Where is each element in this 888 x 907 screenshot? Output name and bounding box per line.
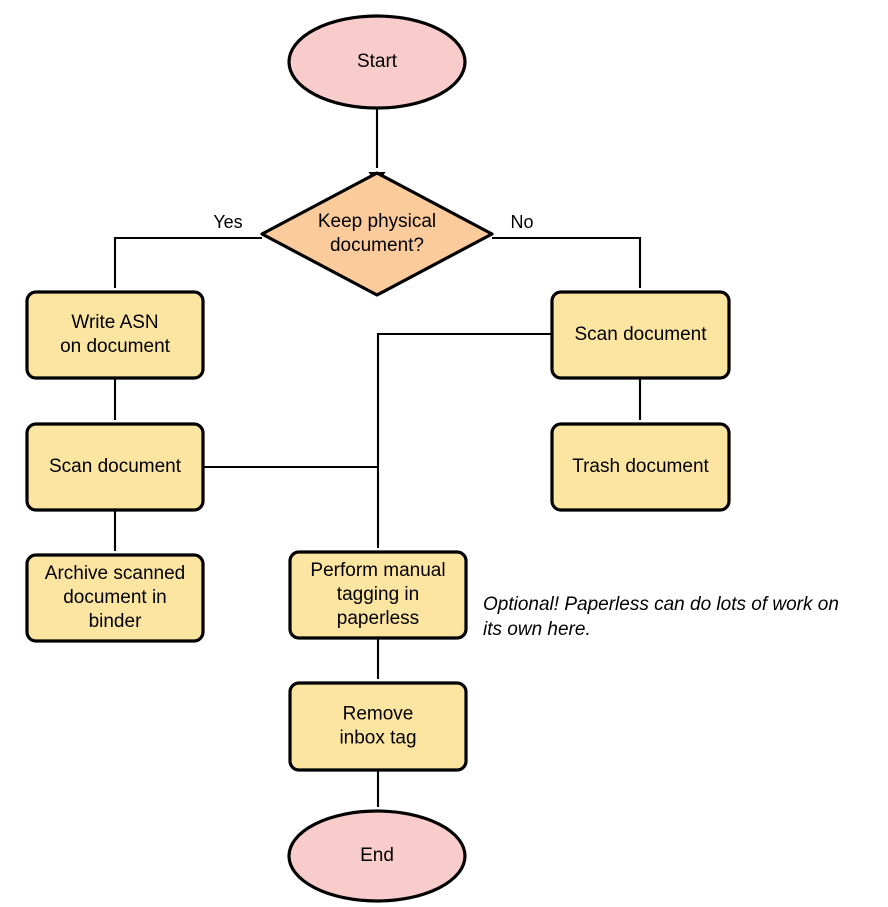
node-shape-scan-document-right[interactable] xyxy=(550,290,731,380)
node-label-archive-scanned-document-in-binder: binder xyxy=(89,611,142,632)
node-shape-keep-physical-document[interactable] xyxy=(260,171,494,297)
node-label-trash-document: Trash document xyxy=(572,456,709,477)
node-shape-start[interactable] xyxy=(287,14,467,110)
node-write-asn-on-document[interactable]: Write ASN on document xyxy=(25,290,205,380)
node-perform-manual-tagging-in-paperless[interactable]: Perform manual tagging in paperless xyxy=(288,550,468,640)
node-label-archive-scanned-document-in-binder: document in xyxy=(63,587,167,608)
node-shape-scan-document-left[interactable] xyxy=(25,422,205,512)
node-start[interactable]: Start xyxy=(287,14,467,110)
annotations-layer: Optional! Paperless can do lots of work … xyxy=(483,594,839,640)
edge-line-decision-yes-to-write-asn xyxy=(113,236,262,288)
node-label-perform-manual-tagging-in-paperless: paperless xyxy=(337,608,419,629)
node-shape-remove-inbox-tag[interactable] xyxy=(288,681,468,772)
node-label-start: Start xyxy=(357,51,398,72)
node-label-keep-physical-document: Keep physical xyxy=(318,211,436,232)
node-label-perform-manual-tagging-in-paperless: Perform manual xyxy=(310,560,445,581)
node-label-perform-manual-tagging-in-paperless: tagging in xyxy=(337,584,419,605)
node-keep-physical-document[interactable]: Keep physical document? xyxy=(260,171,494,297)
edge-label-decision-no-to-scan-document-right: No xyxy=(510,212,533,232)
node-label-write-asn-on-document: on document xyxy=(60,336,171,357)
node-label-remove-inbox-tag: Remove xyxy=(343,704,414,725)
annotation-line: its own here. xyxy=(483,619,591,640)
node-end[interactable]: End xyxy=(287,809,467,903)
node-label-archive-scanned-document-in-binder: Archive scanned xyxy=(45,563,185,584)
node-shape-trash-document[interactable] xyxy=(550,422,731,512)
node-label-write-asn-on-document: Write ASN xyxy=(71,312,158,333)
node-label-remove-inbox-tag: inbox tag xyxy=(339,728,416,749)
annotation-line: Optional! Paperless can do lots of work … xyxy=(483,594,839,615)
node-scan-document-right[interactable]: Scan document xyxy=(550,290,731,380)
node-shape-archive-scanned-document-in-binder[interactable] xyxy=(25,553,205,643)
node-label-scan-document-right: Scan document xyxy=(574,324,707,345)
node-label-end: End xyxy=(360,845,394,866)
node-trash-document[interactable]: Trash document xyxy=(550,422,731,512)
node-archive-scanned-document-in-binder[interactable]: Archive scanned document in binder xyxy=(25,553,205,643)
node-label-keep-physical-document: document? xyxy=(330,235,424,256)
node-shape-write-asn-on-document[interactable] xyxy=(25,290,205,380)
node-shape-end[interactable] xyxy=(287,809,467,903)
annotation-optional-note: Optional! Paperless can do lots of work … xyxy=(483,594,839,640)
edge-line-scan-document-right-to-manual-tagging xyxy=(376,332,552,548)
node-shape-perform-manual-tagging-in-paperless[interactable] xyxy=(288,550,468,640)
edge-label-decision-yes-to-write-asn: Yes xyxy=(213,212,242,232)
node-scan-document-left[interactable]: Scan document xyxy=(25,422,205,512)
node-label-scan-document-left: Scan document xyxy=(49,456,182,477)
edge-scan-document-right-to-manual-tagging xyxy=(369,332,552,565)
node-remove-inbox-tag[interactable]: Remove inbox tag xyxy=(288,681,468,772)
edge-line-decision-no-to-scan-document-right xyxy=(492,236,642,288)
